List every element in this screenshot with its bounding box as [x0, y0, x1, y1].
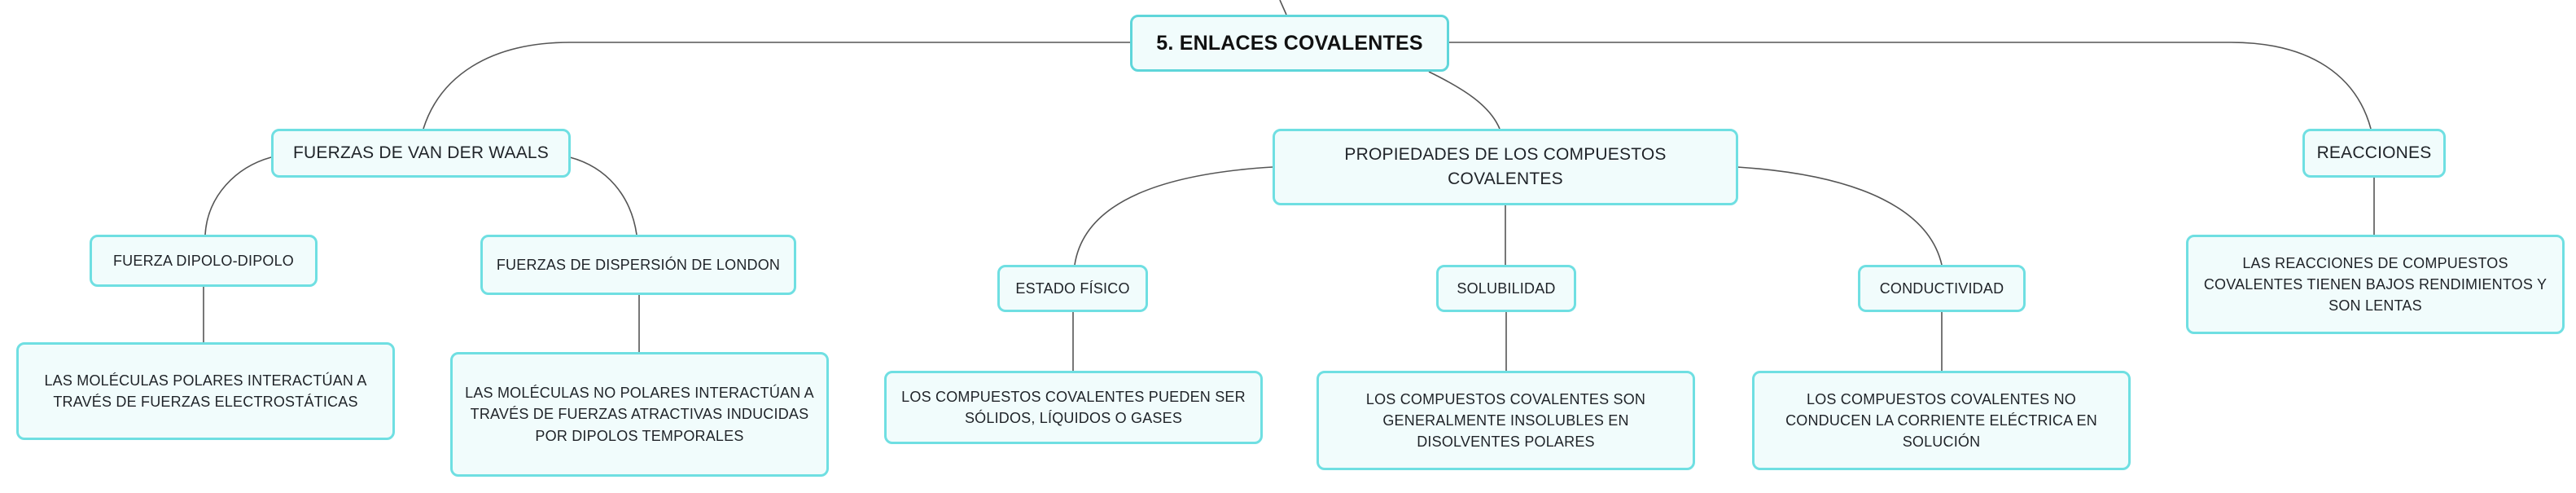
- connector-root-to-van-der-waals: [423, 42, 1132, 130]
- detail-estado-fisico-node[interactable]: LOS COMPUESTOS COVALENTES PUEDEN SER SÓL…: [884, 371, 1263, 444]
- subtopic-conductividad-node[interactable]: CONDUCTIVIDAD: [1858, 265, 2026, 312]
- subtopic-london-node[interactable]: FUERZAS DE DISPERSIÓN DE LONDON: [480, 235, 796, 295]
- connector-parent-to-root: [1279, 0, 1287, 15]
- branch-propiedades-node[interactable]: PROPIEDADES DE LOS COMPUESTOS COVALENTES: [1273, 129, 1738, 205]
- branch-van-der-waals-node[interactable]: FUERZAS DE VAN DER WAALS: [271, 129, 571, 178]
- detail-conductividad-node[interactable]: LOS COMPUESTOS COVALENTES NO CONDUCEN LA…: [1752, 371, 2131, 470]
- subtopic-dipolo-node[interactable]: FUERZA DIPOLO-DIPOLO: [90, 235, 318, 287]
- detail-london-node[interactable]: LAS MOLÉCULAS NO POLARES INTERACTÚAN A T…: [450, 352, 829, 477]
- root-topic-node[interactable]: 5. ENLACES COVALENTES: [1130, 15, 1449, 72]
- connector-van-der-waals-to-dipolo: [204, 156, 272, 235]
- subtopic-estado-fisico-node[interactable]: ESTADO FÍSICO: [997, 265, 1148, 312]
- branch-reacciones-node[interactable]: REACCIONES: [2302, 129, 2446, 178]
- subtopic-solubilidad-node[interactable]: SOLUBILIDAD: [1436, 265, 1576, 312]
- connector-propiedades-to-estado: [1074, 166, 1273, 266]
- detail-dipolo-node[interactable]: LAS MOLÉCULAS POLARES INTERACTÚAN A TRAV…: [16, 342, 395, 440]
- connector-root-to-propiedades: [1428, 71, 1500, 130]
- connector-van-der-waals-to-london: [569, 156, 637, 235]
- detail-solubilidad-node[interactable]: LOS COMPUESTOS COVALENTES SON GENERALMEN…: [1316, 371, 1695, 470]
- connector-root-to-reacciones: [1449, 42, 2372, 130]
- connector-propiedades-to-conductividad: [1737, 166, 1943, 266]
- detail-reacciones-node[interactable]: LAS REACCIONES DE COMPUESTOS COVALENTES …: [2186, 235, 2565, 334]
